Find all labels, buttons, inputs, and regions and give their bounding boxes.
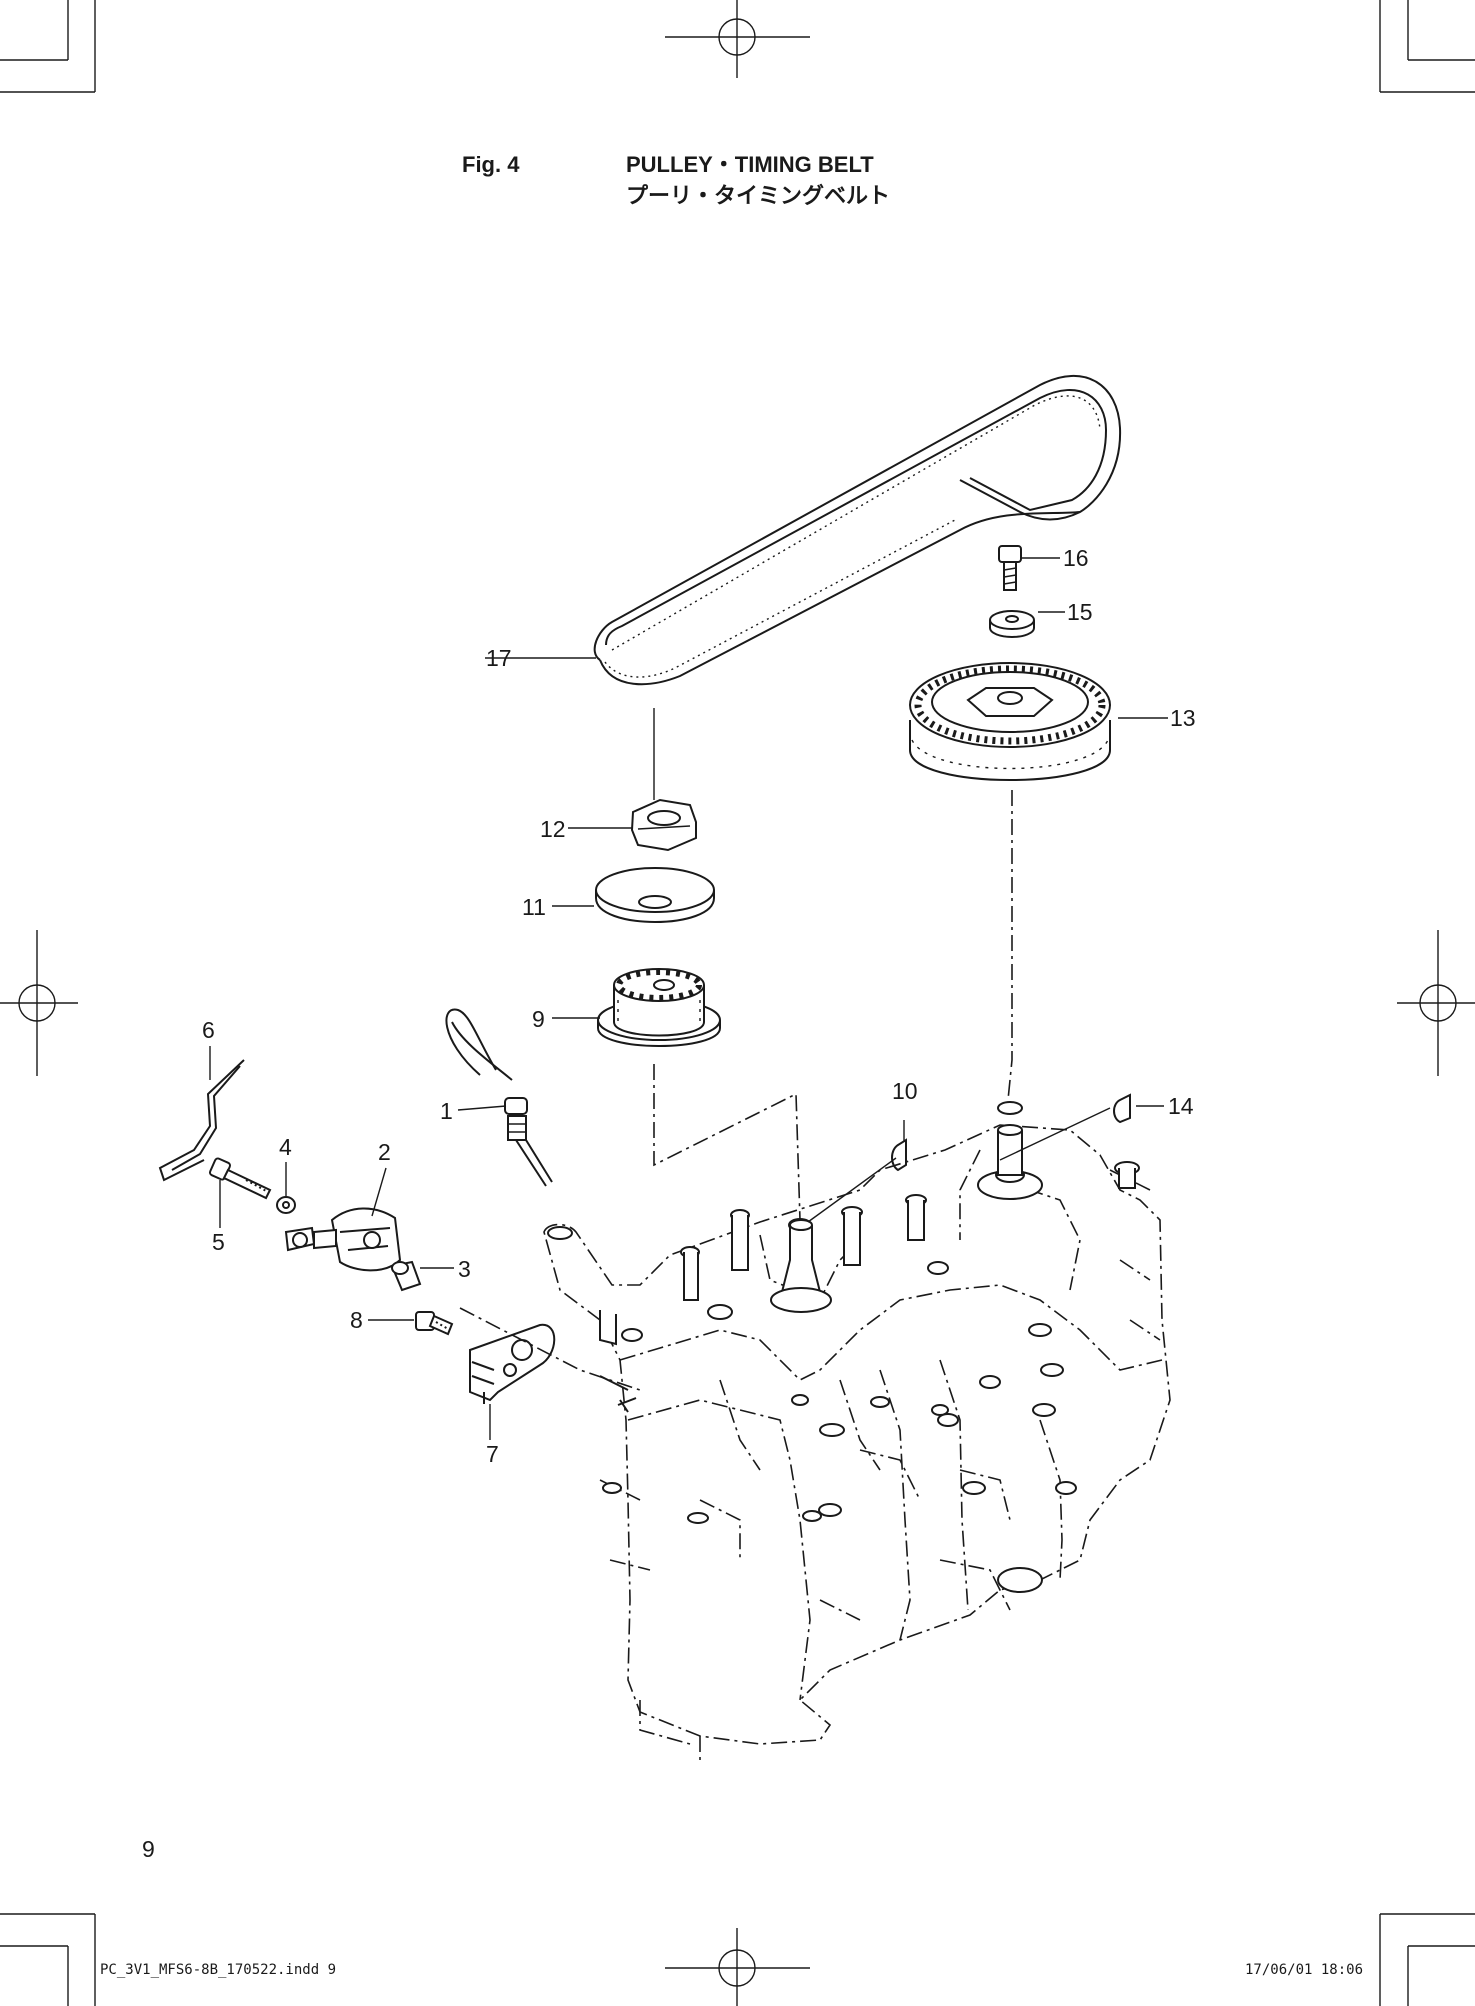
- woodruff-key-14: [1113, 1093, 1131, 1124]
- figure-title-english: PULLEY・TIMING BELT: [626, 152, 874, 177]
- callout-1: 1: [440, 1098, 453, 1124]
- callout-17: 17: [486, 645, 512, 671]
- registration-mark-top: [665, 0, 810, 78]
- callout-10: 10: [892, 1078, 918, 1104]
- callout-numbers: 1 2 3 4 5 6 7 8 9 10 11 12 13 14 15 16 1…: [202, 545, 1196, 1467]
- callout-9: 9: [532, 1006, 545, 1032]
- page-number: 9: [142, 1836, 155, 1862]
- drive-pulley: [597, 968, 721, 1047]
- dipstick: [445, 1008, 553, 1187]
- footer-file-name: PC_3V1_MFS6-8B_170522.indd 9: [100, 1962, 336, 1978]
- callout-8: 8: [350, 1307, 363, 1333]
- callout-5: 5: [212, 1229, 225, 1255]
- collar: [390, 1260, 422, 1292]
- plate: [469, 1323, 556, 1404]
- bolt: [998, 545, 1022, 591]
- callout-7: 7: [486, 1441, 499, 1467]
- figure-title-japanese: プーリ・タイミングベルト: [626, 183, 890, 208]
- engine-block: [543, 1101, 1171, 1760]
- figure-label: Fig. 4: [462, 152, 520, 177]
- callout-4: 4: [279, 1134, 292, 1160]
- nut: [630, 798, 697, 852]
- callout-2: 2: [378, 1139, 391, 1165]
- registration-mark-left: [0, 930, 78, 1076]
- washer-small: [989, 610, 1035, 638]
- driven-pulley: [909, 662, 1111, 781]
- screw: [415, 1311, 454, 1336]
- washer-tiny: [276, 1196, 296, 1214]
- registration-mark-bottom: [665, 1928, 810, 2006]
- callout-6: 6: [202, 1017, 215, 1043]
- woodruff-key-10: [891, 1138, 907, 1172]
- callout-12: 12: [540, 816, 566, 842]
- registration-mark-right: [1397, 930, 1475, 1076]
- footer-timestamp: 17/06/01 18:06: [1245, 1962, 1363, 1978]
- callout-3: 3: [458, 1256, 471, 1282]
- callout-16: 16: [1063, 545, 1089, 571]
- throttle-bracket: [284, 1207, 402, 1272]
- leader-lines: [209, 557, 1168, 1440]
- timing-belt: [593, 374, 1122, 686]
- callout-14: 14: [1168, 1093, 1194, 1119]
- callout-11: 11: [522, 894, 546, 920]
- long-screw: [208, 1157, 272, 1200]
- assembly-lines: [459, 790, 1013, 1413]
- callout-13: 13: [1170, 705, 1196, 731]
- callout-15: 15: [1067, 599, 1093, 625]
- washer-large: [595, 867, 715, 923]
- wire-bracket: [158, 1059, 245, 1182]
